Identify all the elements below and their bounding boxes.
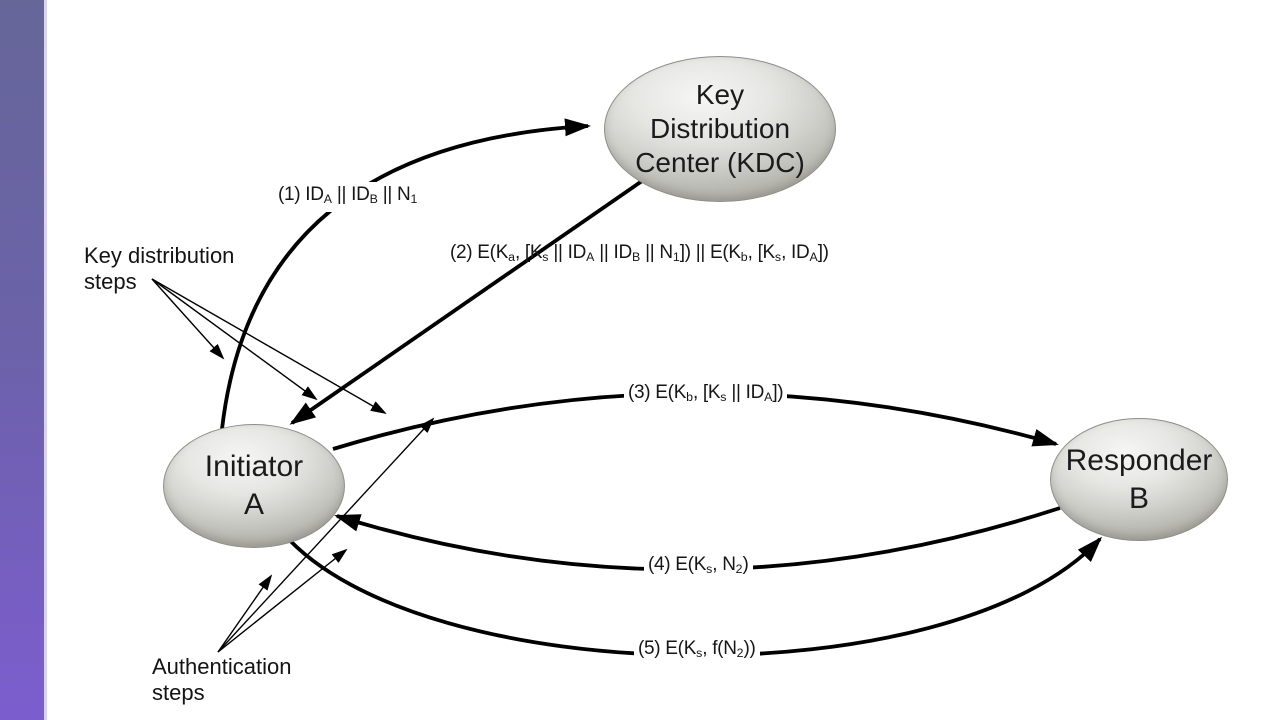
left-accent-bar (0, 0, 44, 720)
arrow-step1-a-to-kdc (220, 118, 591, 430)
annotation-key-distribution-line1: Key distribution (84, 243, 235, 268)
message-label-step5: (5) E(Ks, f(N2)) (634, 636, 760, 667)
node-initiator-label-line2: A (243, 488, 264, 521)
node-kdc-label-line3: Center (KDC) (635, 147, 805, 178)
arrow-step2-kdc-to-a (289, 179, 644, 425)
pointer-authentication-to-step4 (217, 548, 348, 653)
annotation-authentication-line2: steps (152, 680, 205, 705)
annotation-authentication-line1: Authentication (152, 654, 292, 679)
message-label-step3: (3) E(Kb, [Ks || IDA]) (624, 380, 788, 411)
left-accent-bar-edge (44, 0, 47, 720)
annotation-authentication-steps: Authentication steps (152, 654, 291, 706)
message-label-step2: (2) E(Ka, [Ks || IDA || IDB || N1]) || E… (450, 242, 829, 265)
message-label-step1: (1) IDA || IDB || N1 (274, 182, 422, 213)
node-responder-label-line2: B (1128, 481, 1149, 515)
message-label-step4: (4) E(Ks, N2) (644, 552, 753, 583)
node-kdc-label-line2: Distribution (649, 113, 791, 144)
pointer-key-distribution-to-step1 (151, 278, 225, 360)
pointer-authentication-to-step5 (217, 574, 273, 653)
node-kdc: Key Distribution Center (KDC) (604, 56, 836, 202)
node-initiator-label-line1: Initiator (204, 450, 304, 483)
node-initiator-a: Initiator A (163, 424, 345, 548)
node-responder-b: Responder B (1050, 418, 1228, 541)
pointer-key-distribution-to-step2 (151, 278, 318, 401)
pointer-authentication-to-step3 (217, 417, 435, 653)
annotation-key-distribution-steps: Key distribution steps (84, 243, 234, 295)
node-kdc-label-line1: Key (695, 79, 745, 110)
pointer-key-distribution-to-step3 (151, 278, 387, 414)
node-responder-label-line1: Responder (1065, 443, 1213, 477)
annotation-key-distribution-line2: steps (84, 269, 137, 294)
